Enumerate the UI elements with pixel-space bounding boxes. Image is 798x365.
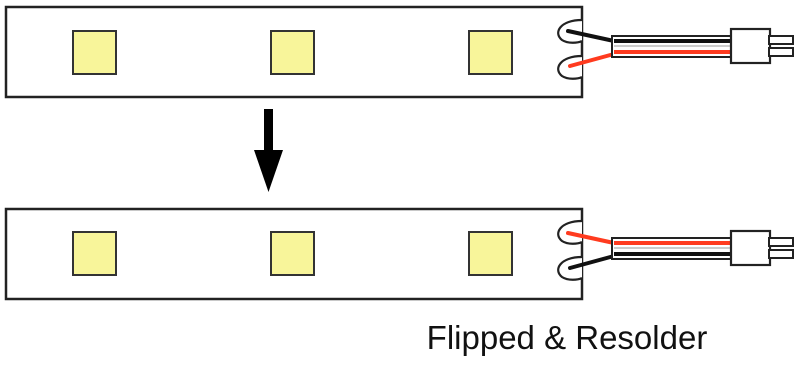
connector-plug bbox=[729, 229, 794, 267]
led-chip bbox=[72, 30, 117, 75]
led-chip bbox=[270, 30, 315, 75]
cable bbox=[611, 237, 734, 260]
connector-plug bbox=[729, 27, 794, 65]
led-chip bbox=[468, 231, 513, 276]
wire-lead-red bbox=[566, 231, 616, 245]
down-arrow-icon bbox=[254, 109, 283, 192]
led-chip bbox=[72, 231, 117, 276]
flipped-strip bbox=[4, 207, 794, 301]
wire-lead-black bbox=[568, 254, 616, 270]
caption: Flipped & Resolder bbox=[427, 319, 708, 356]
led-chip bbox=[270, 231, 315, 276]
original-strip bbox=[4, 5, 794, 99]
wire-lead-black bbox=[566, 29, 616, 43]
cable bbox=[611, 35, 734, 58]
led-chip bbox=[468, 30, 513, 75]
wire-lead-red bbox=[568, 52, 616, 68]
